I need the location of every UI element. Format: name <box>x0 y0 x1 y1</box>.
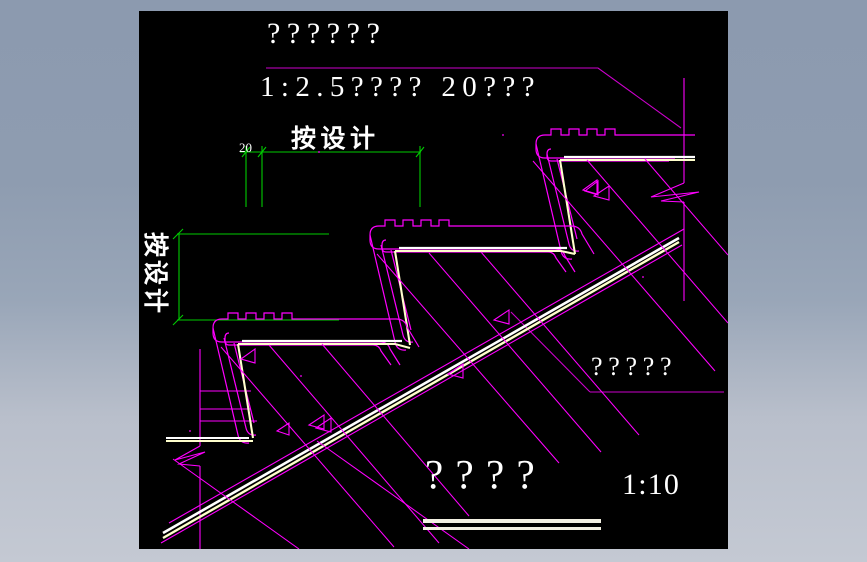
title-underline-thick <box>423 519 601 523</box>
drawing-title: ???? <box>425 451 547 497</box>
dist-bar-3 <box>321 343 470 517</box>
section-markers-group <box>239 178 610 436</box>
slab-soffit-rebar-b <box>168 228 685 524</box>
marker-triangle-4 <box>446 362 464 379</box>
step-1-concrete-riser <box>558 159 577 255</box>
dist-bar-10 <box>172 458 300 549</box>
distribution-bars-group <box>172 158 728 549</box>
dim-tick-left-b <box>257 146 267 158</box>
dot-5 <box>189 430 191 432</box>
dist-bar-11 <box>316 440 470 549</box>
marker-triangle-8 <box>592 184 610 201</box>
dot-3 <box>300 375 302 377</box>
dist-bar-9 <box>644 158 728 256</box>
dist-bar-2 <box>268 344 440 544</box>
marker-triangle-5 <box>307 413 325 430</box>
step-2-rebar-inner <box>381 239 567 273</box>
dot-1 <box>318 151 320 153</box>
drawing-scale: 1:10 <box>622 468 681 501</box>
slab-soffit-rebar-a <box>160 244 683 544</box>
dot-2 <box>502 134 504 136</box>
step-1-rebar-castellated <box>535 128 695 159</box>
slab-soffit-white <box>162 236 680 535</box>
top-note-line-2: 1:2.5???? 20??? <box>260 71 541 103</box>
marker-triangle-2 <box>583 179 599 196</box>
dim-tick-upper <box>172 228 184 240</box>
right-boundary-group <box>650 78 700 301</box>
horizontal-dimension-value: 20 <box>239 140 252 155</box>
step-1-rebar-leg-inner <box>546 153 580 252</box>
slab-soffit-yellow <box>162 240 680 540</box>
marker-triangle-9 <box>239 347 256 364</box>
cad-drawing-canvas[interactable]: ?????? 1:2.5???? 20??? 按设计 20 按设计 ????? … <box>139 11 728 549</box>
step-2-concrete-edge <box>395 249 576 256</box>
misc-dots-group <box>189 134 644 432</box>
right-break-symbol <box>650 182 700 203</box>
step-3-group <box>166 312 420 444</box>
step-3-concrete-edge <box>238 342 411 350</box>
dim-tick-right <box>415 146 425 158</box>
step-3-rebar-inner <box>224 332 392 366</box>
dim-tick-lower <box>172 314 184 326</box>
dot-4 <box>642 276 644 278</box>
top-note-line-1: ?????? <box>267 17 387 50</box>
step-3-rebar-leg-inner <box>223 337 257 436</box>
dimension-lines-group <box>172 146 425 326</box>
slab-soffit-group <box>160 228 685 544</box>
cad-vector-graphics <box>160 67 728 549</box>
step-2-concrete-riser <box>393 250 412 346</box>
dist-bar-7 <box>532 160 716 372</box>
dist-bar-1 <box>220 346 395 548</box>
step-1-group <box>535 128 695 260</box>
dist-bar-4 <box>376 253 560 464</box>
vertical-dimension-label: 按设计 <box>141 232 170 317</box>
marker-triangle-6 <box>314 416 332 433</box>
left-break-symbol <box>174 445 206 467</box>
dist-bar-8 <box>586 159 728 324</box>
marker-triangle-7 <box>275 421 290 436</box>
step-2-rebar-leg-inner <box>380 244 414 343</box>
marker-triangle-3 <box>492 308 510 325</box>
step-3-concrete-riser <box>236 343 255 439</box>
leader-right-diagonal <box>510 311 591 393</box>
right-callout-label: ????? <box>591 352 678 381</box>
dist-bar-5 <box>428 252 602 453</box>
dist-bar-6 <box>480 251 640 436</box>
title-underline-thin <box>423 527 601 530</box>
horizontal-dimension-label: 按设计 <box>291 124 380 153</box>
left-boundary-group <box>174 349 257 549</box>
